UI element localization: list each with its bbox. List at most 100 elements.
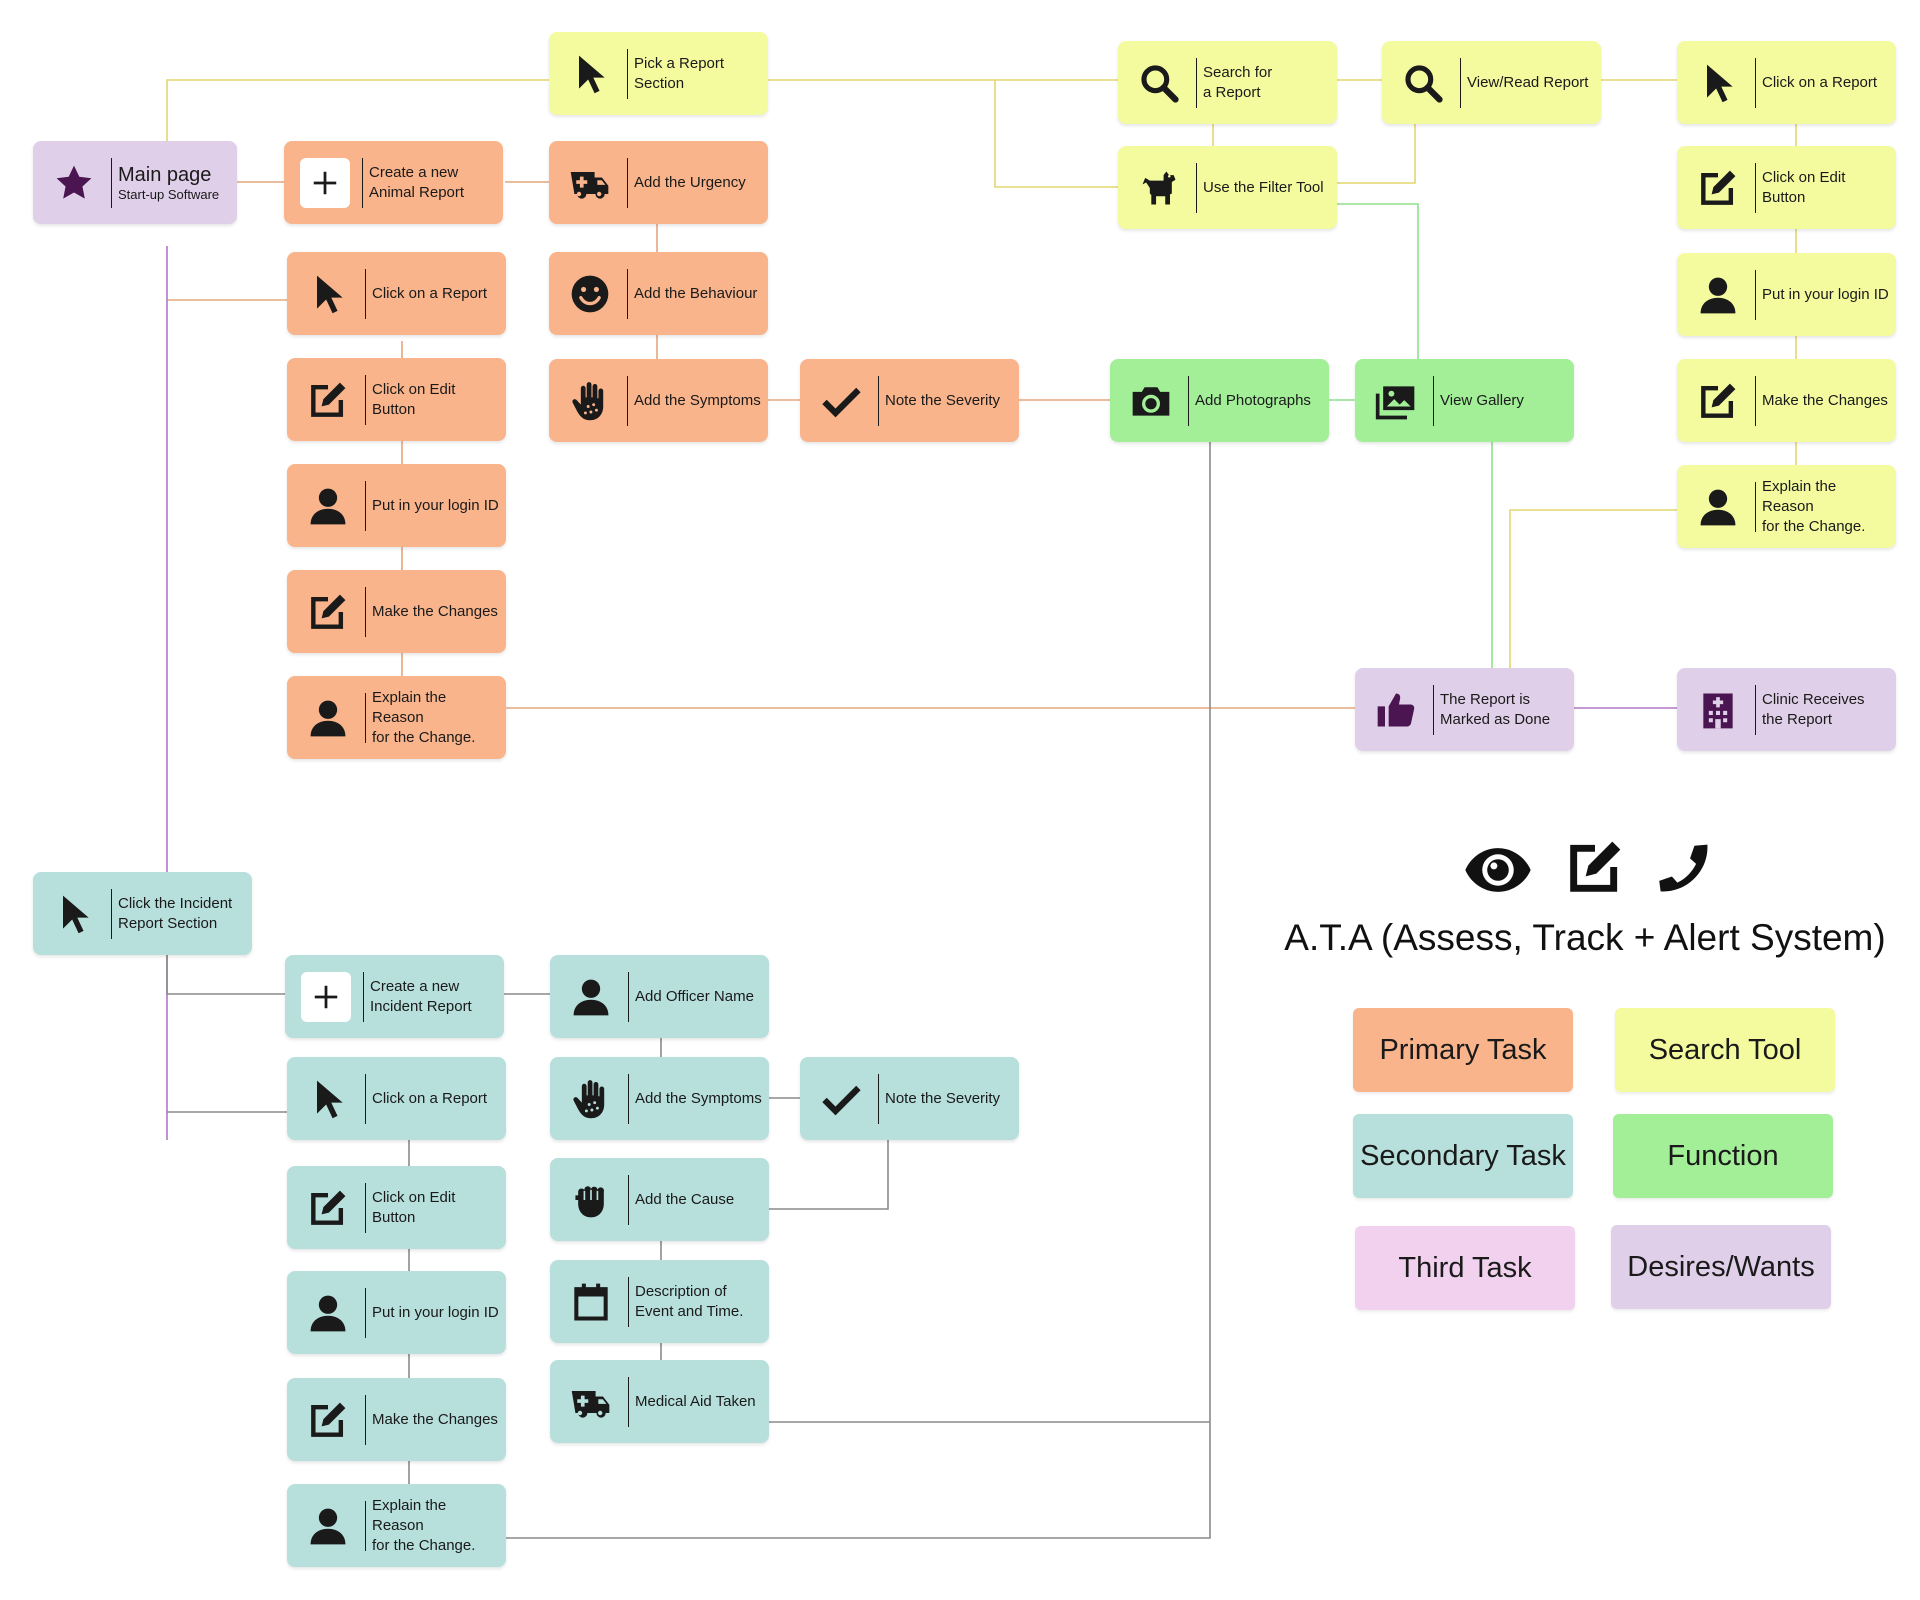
node-label: Description of Event and Time. <box>635 1282 744 1320</box>
node-label: The Report is Marked as Done <box>1440 690 1551 728</box>
node-label: Add the Symptoms <box>635 1089 762 1107</box>
primary-login-node[interactable]: Put in your login ID <box>287 464 506 547</box>
add-officer-name-node[interactable]: Add Officer Name <box>550 955 769 1038</box>
person-icon <box>299 696 357 740</box>
hand-icon <box>562 1077 620 1121</box>
person-icon <box>1689 485 1747 529</box>
phone-icon <box>1659 844 1708 892</box>
divider <box>1755 684 1756 735</box>
node-label: Note the Severity <box>885 391 1001 409</box>
divider <box>627 157 628 208</box>
view-report-node[interactable]: View/Read Report <box>1382 41 1601 124</box>
main-page-node[interactable]: Main page Start-up Software <box>33 141 237 224</box>
clinic-receives-report-node[interactable]: Clinic Receives the Report <box>1677 668 1896 751</box>
incident-login-node[interactable]: Put in your login ID <box>287 1271 506 1354</box>
incident-note-severity-node[interactable]: Note the Severity <box>800 1057 1019 1140</box>
divider <box>1755 162 1756 213</box>
node-label: Explain the Reason for the Change. <box>1762 477 1866 535</box>
node-label: Clinic Receives the Report <box>1762 690 1865 728</box>
divider <box>628 971 629 1022</box>
filter-tool-node[interactable]: Use the Filter Tool <box>1118 146 1337 229</box>
node-label: Put in your login ID <box>1762 285 1889 303</box>
incident-edit-button-node[interactable]: Click on Edit Button <box>287 1166 506 1249</box>
divider <box>365 268 366 319</box>
legend-secondary-task: Secondary Task <box>1353 1114 1573 1198</box>
check-icon <box>812 379 870 423</box>
divider <box>1188 375 1189 426</box>
node-label: Make the Changes <box>1762 391 1888 409</box>
divider <box>365 586 366 637</box>
search-explain-reason-node[interactable]: Explain the Reason for the Change. <box>1677 465 1896 548</box>
eye-icon <box>1465 848 1531 892</box>
primary-add-symptoms-node[interactable]: Add the Symptoms <box>549 359 768 442</box>
check-icon <box>812 1077 870 1121</box>
divider <box>111 888 112 939</box>
divider <box>365 1182 366 1233</box>
primary-click-report-node[interactable]: Click on a Report <box>287 252 506 335</box>
primary-make-changes-node[interactable]: Make the Changes <box>287 570 506 653</box>
incident-add-symptoms-node[interactable]: Add the Symptoms <box>550 1057 769 1140</box>
create-animal-report-node[interactable]: Create a new Animal Report <box>284 141 503 224</box>
divider <box>628 1376 629 1427</box>
diagram-title: A.T.A (Assess, Track + Alert System) <box>1284 917 1886 958</box>
cursor-icon <box>299 1077 357 1121</box>
node-label: View/Read Report <box>1467 73 1589 91</box>
add-cause-node[interactable]: Add the Cause <box>550 1158 769 1241</box>
divider <box>1460 57 1461 108</box>
search-make-changes-node[interactable]: Make the Changes <box>1677 359 1896 442</box>
search-click-report-node[interactable]: Click on a Report <box>1677 41 1896 124</box>
incident-report-section-node[interactable]: Click the Incident Report Section <box>33 872 252 955</box>
node-label: Use the Filter Tool <box>1203 178 1324 196</box>
node-label: Click on Edit Button <box>1762 168 1846 206</box>
node-label: Click on a Report <box>372 284 488 302</box>
divider <box>1196 57 1197 108</box>
node-label: Click on a Report <box>372 1089 488 1107</box>
medical-aid-node[interactable]: Medical Aid Taken <box>550 1360 769 1443</box>
node-label: Add the Cause <box>635 1190 735 1208</box>
divider <box>365 1394 366 1445</box>
title-icons <box>1455 835 1735 905</box>
search-edit-button-node[interactable]: Click on Edit Button <box>1677 146 1896 229</box>
node-label: Add Photographs <box>1195 391 1311 409</box>
node-label: Make the Changes <box>372 1410 498 1428</box>
report-marked-done-node[interactable]: The Report is Marked as Done <box>1355 668 1574 751</box>
add-urgency-node[interactable]: Add the Urgency <box>549 141 768 224</box>
pick-report-section-node[interactable]: Pick a Report Section <box>549 32 768 115</box>
primary-edit-button-node[interactable]: Click on Edit Button <box>287 358 506 441</box>
person-icon <box>562 975 620 1019</box>
primary-note-severity-node[interactable]: Note the Severity <box>800 359 1019 442</box>
node-label: Search for a Report <box>1203 63 1273 101</box>
node-label: Medical Aid Taken <box>635 1392 756 1410</box>
node-label: Click on Edit Button <box>372 1188 456 1226</box>
person-icon <box>299 1504 357 1548</box>
divider <box>1755 375 1756 426</box>
create-incident-report-node[interactable]: Create a new Incident Report <box>285 955 504 1038</box>
divider <box>878 1073 879 1124</box>
node-label: Put in your login ID <box>372 496 499 514</box>
divider <box>628 1276 629 1327</box>
thumbs-up-icon <box>1367 688 1425 732</box>
event-description-node[interactable]: Description of Event and Time. <box>550 1260 769 1343</box>
edit-icon <box>1570 841 1621 892</box>
search-report-node[interactable]: Search for a Report <box>1118 41 1337 124</box>
primary-explain-reason-node[interactable]: Explain the Reason for the Change. <box>287 676 506 759</box>
legend-third-task: Third Task <box>1355 1226 1575 1310</box>
divider <box>365 374 366 425</box>
edit-icon <box>1689 166 1747 210</box>
incident-explain-reason-node[interactable]: Explain the Reason for the Change. <box>287 1484 506 1567</box>
search-login-node[interactable]: Put in your login ID <box>1677 253 1896 336</box>
person-icon <box>299 484 357 528</box>
add-photographs-node[interactable]: Add Photographs <box>1110 359 1329 442</box>
divider <box>365 1500 366 1551</box>
node-label: Pick a Report Section <box>634 54 725 92</box>
ambulance-icon <box>561 161 619 205</box>
add-behaviour-node[interactable]: Add the Behaviour <box>549 252 768 335</box>
gallery-icon <box>1367 379 1425 423</box>
incident-make-changes-node[interactable]: Make the Changes <box>287 1378 506 1461</box>
plus-icon <box>296 157 354 208</box>
cursor-icon <box>561 52 619 96</box>
view-gallery-node[interactable]: View Gallery <box>1355 359 1574 442</box>
incident-click-report-node[interactable]: Click on a Report <box>287 1057 506 1140</box>
